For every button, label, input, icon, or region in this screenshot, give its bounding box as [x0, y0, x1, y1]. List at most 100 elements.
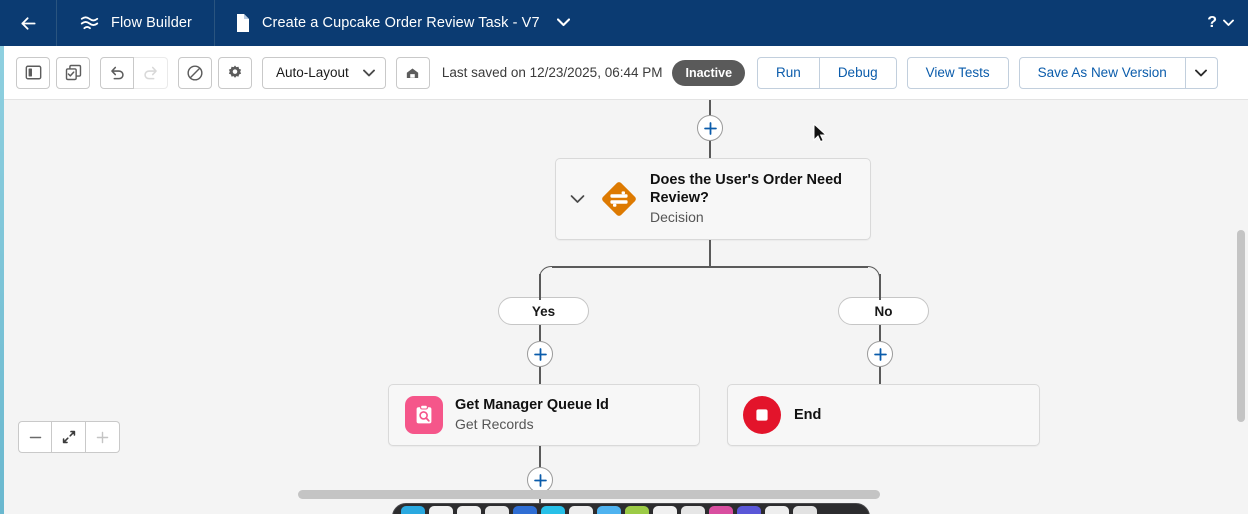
horizontal-scrollbar[interactable]	[298, 490, 880, 499]
save-as-new-version-button[interactable]: Save As New Version	[1018, 56, 1186, 89]
copy-elements-button[interactable]	[56, 56, 90, 89]
minus-icon	[29, 436, 41, 438]
zoom-out-button[interactable]	[18, 421, 52, 453]
settings-button[interactable]	[218, 56, 252, 89]
view-tests-button[interactable]: View Tests	[906, 56, 1009, 89]
toggle-left-panel-button[interactable]	[16, 56, 50, 89]
dock-app-icon[interactable]	[737, 506, 761, 514]
toggle-left-panel-icon	[25, 65, 41, 80]
help-button[interactable]: ?	[1207, 0, 1234, 46]
flow-node-decision[interactable]: Does the User's Order Need Review? Decis…	[555, 158, 871, 240]
connector-branch-bar	[552, 266, 868, 268]
document-icon	[236, 14, 249, 32]
redo-icon	[143, 66, 157, 80]
flow-node-end[interactable]: End	[727, 384, 1040, 446]
decision-subtitle: Decision	[650, 209, 704, 225]
zoom-controls	[18, 421, 120, 453]
connector-line	[709, 240, 711, 266]
flow-builder-logo-icon	[80, 15, 99, 29]
plus-icon	[873, 347, 887, 361]
branch-label-yes[interactable]: Yes	[498, 297, 589, 325]
dock-app-icon[interactable]	[569, 506, 593, 514]
decision-title: Does the User's Order Need Review?	[650, 172, 843, 206]
undo-button[interactable]	[100, 56, 134, 89]
layout-mode-select[interactable]: Auto-Layout	[262, 56, 386, 89]
back-button[interactable]	[0, 0, 56, 46]
plus-icon	[533, 473, 547, 487]
app-name-label: Flow Builder	[111, 15, 192, 31]
dock-app-icon[interactable]	[597, 506, 621, 514]
layout-mode-label: Auto-Layout	[276, 65, 349, 80]
dock-app-icon[interactable]	[709, 506, 733, 514]
decision-diamond-icon	[598, 178, 640, 220]
plus-icon	[533, 347, 547, 361]
add-element-button-yes[interactable]	[527, 341, 553, 367]
undo-icon	[111, 66, 124, 80]
connector-line	[879, 274, 881, 300]
end-stop-icon	[743, 396, 781, 434]
connector-line	[709, 100, 711, 115]
connector-line	[539, 367, 541, 384]
decision-collapse-toggle[interactable]	[556, 159, 598, 239]
dock-app-icon[interactable]	[681, 506, 705, 514]
dock-app-icon[interactable]	[485, 506, 509, 514]
get-records-text-block: Get Manager Queue Id Get Records	[455, 396, 609, 434]
chevron-down-icon	[362, 64, 375, 82]
plus-icon	[703, 121, 717, 135]
header-divider-2	[213, 0, 215, 46]
run-button[interactable]: Run	[757, 56, 820, 89]
dock-app-icon[interactable]	[401, 506, 425, 514]
disable-element-button[interactable]	[178, 56, 212, 89]
get-records-title: Get Manager Queue Id	[455, 397, 609, 413]
dock-app-icon[interactable]	[429, 506, 453, 514]
chevron-down-icon	[570, 195, 584, 203]
dock-app-icon[interactable]	[513, 506, 537, 514]
connector-line	[539, 493, 541, 511]
connector-line	[539, 274, 541, 300]
connector-line	[879, 325, 881, 341]
add-element-button-top[interactable]	[697, 115, 723, 141]
connector-line	[539, 446, 541, 467]
dock-app-icon[interactable]	[793, 506, 817, 514]
plus-icon	[96, 431, 109, 443]
dock-app-icon[interactable]	[653, 506, 677, 514]
flow-canvas[interactable]: Does the User's Order Need Review? Decis…	[4, 100, 1248, 514]
end-text-block: End	[794, 406, 821, 424]
copy-elements-icon	[65, 64, 81, 81]
zoom-fit-button[interactable]	[52, 421, 86, 453]
mouse-cursor	[813, 123, 828, 143]
disable-element-icon	[187, 64, 203, 81]
help-label: ?	[1207, 14, 1217, 31]
os-dock	[392, 503, 870, 514]
flow-title-label: Create a Cupcake Order Review Task - V7	[261, 15, 540, 31]
chevron-down-icon	[1195, 69, 1208, 76]
decision-text-block: Does the User's Order Need Review? Decis…	[650, 171, 870, 227]
flow-home-button[interactable]	[395, 56, 430, 89]
dock-app-icon[interactable]	[457, 506, 481, 514]
zoom-in-button[interactable]	[86, 421, 120, 453]
chevron-down-icon	[1223, 14, 1234, 32]
vertical-scrollbar[interactable]	[1237, 230, 1245, 422]
status-badge: Inactive	[672, 59, 746, 86]
redo-button[interactable]	[134, 56, 168, 89]
header-divider-1	[56, 0, 57, 46]
flow-node-get-records[interactable]: Get Manager Queue Id Get Records	[388, 384, 700, 446]
debug-button[interactable]: Debug	[819, 56, 897, 89]
last-saved-text: Last saved on 12/23/2025, 06:44 PM	[441, 65, 663, 80]
save-options-dropdown-button[interactable]	[1185, 56, 1218, 89]
branch-label-no[interactable]: No	[838, 297, 929, 325]
dock-app-icon[interactable]	[541, 506, 565, 514]
connector-line	[709, 141, 711, 158]
connector-elbow-right	[866, 266, 880, 280]
arrow-left-icon	[20, 16, 36, 30]
left-edge-accent	[0, 46, 4, 514]
get-records-icon	[405, 396, 443, 434]
os-dock-peek	[0, 501, 1248, 514]
dock-app-icon[interactable]	[625, 506, 649, 514]
end-title: End	[794, 407, 822, 423]
add-element-button-no[interactable]	[867, 341, 893, 367]
get-records-subtitle: Get Records	[455, 416, 534, 432]
dock-app-icon[interactable]	[765, 506, 789, 514]
flow-title-button[interactable]: Create a Cupcake Order Review Task - V7	[215, 0, 588, 46]
